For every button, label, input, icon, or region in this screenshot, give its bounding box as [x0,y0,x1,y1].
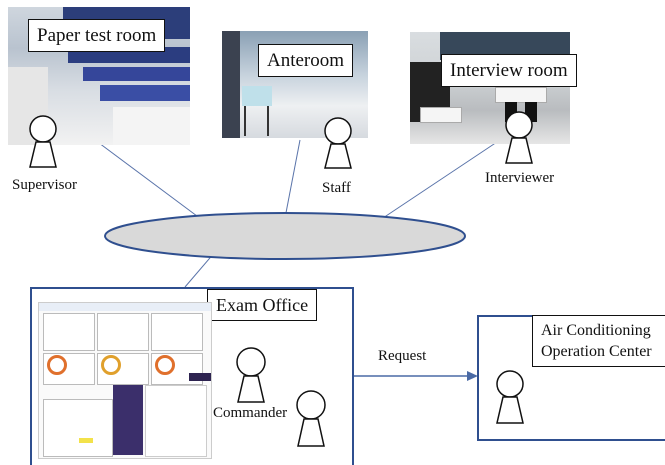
exam-office-title: Exam Office [207,289,318,321]
request-label: Request [378,348,427,364]
network-ellipse [104,212,466,260]
request-arrow-head [467,371,478,381]
interview-room-photo [410,32,570,144]
supervisor-label: Supervisor [12,177,77,193]
link-anteroom [284,139,301,219]
link-paper-room [94,139,206,223]
dashboard-thumbnail [38,302,212,459]
interviewer-label: Interviewer [485,170,555,186]
link-interview-room [379,139,501,221]
air-conditioning-line2: Operation Center [541,343,652,360]
air-conditioning-label: Air Conditioning Operation Center [532,315,665,367]
air-conditioning-line1: Air Conditioning [541,322,651,339]
commander-label: Commander [213,405,288,421]
staff-label: Staff [322,180,351,196]
interview-room-label: Interview room [441,54,577,87]
anteroom-label: Anteroom [258,44,354,77]
paper-test-room-label: Paper test room [28,19,166,52]
